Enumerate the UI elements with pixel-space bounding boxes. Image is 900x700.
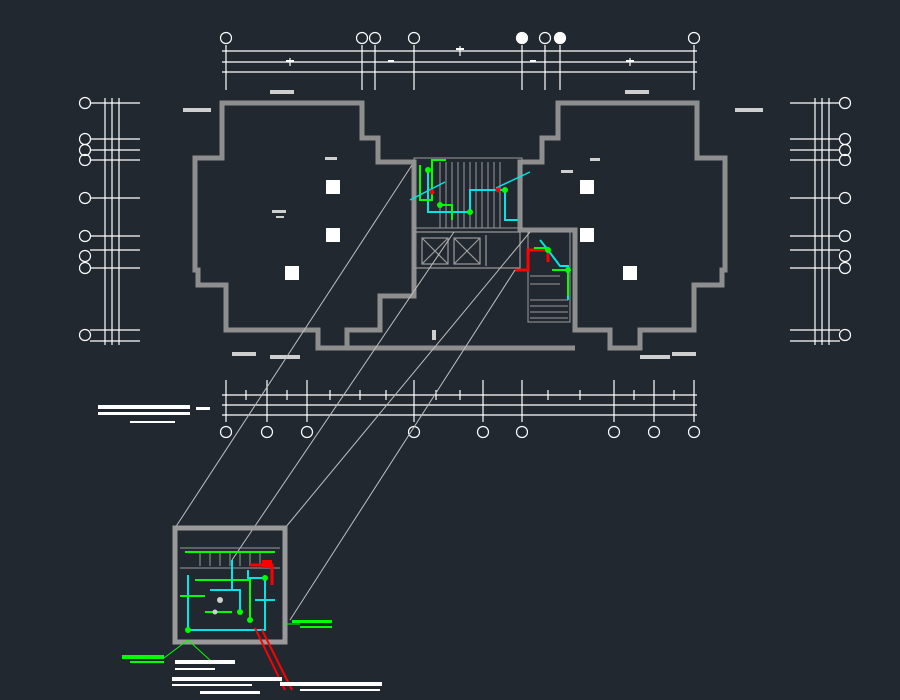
callout-leader-line [174, 164, 413, 529]
top-axis-bubble [538, 31, 552, 45]
detail-pipes [180, 551, 275, 631]
right-unit-outer-wall [517, 100, 728, 351]
drawing-title-block [98, 405, 210, 423]
column-marker [326, 228, 340, 242]
callout-leader-line [231, 231, 455, 561]
bottom-axis-ticks [225, 380, 695, 422]
elevator-shaft [421, 237, 449, 265]
plumbing-pipes-core [409, 159, 569, 300]
top-axis-bubbles [219, 31, 701, 45]
detail-title-block [172, 660, 382, 694]
right-axis-group [790, 96, 852, 345]
stair-enclosure [413, 157, 523, 229]
drawing-title-underline [98, 412, 190, 415]
top-axis-bubble [407, 31, 421, 45]
detail-tag-leaders [163, 623, 300, 663]
fire-pipe-run [515, 248, 550, 272]
balcony-marks [183, 90, 763, 359]
left-axis-bubbles [78, 96, 92, 342]
left-unit-outer-wall [192, 100, 417, 351]
drawing-subtitle-mark [130, 421, 175, 423]
top-axis-bubble [553, 31, 567, 45]
callout-leader-line [289, 269, 516, 621]
core-second-stair [527, 231, 571, 323]
detail-frame [172, 525, 288, 645]
drawing-title-bar [98, 405, 190, 409]
right-axis-ticks [790, 102, 840, 342]
top-axis-ticks [225, 45, 695, 90]
callout-leader-line [284, 231, 531, 529]
top-axis-bubble [219, 31, 233, 45]
elevator-shaft [453, 237, 481, 265]
top-axis-bubble [355, 31, 369, 45]
drawing-scale-mark [196, 407, 210, 410]
core-elevators [413, 231, 521, 269]
drain-pipe-run [419, 159, 446, 201]
bottom-dimension-group [219, 380, 701, 439]
column-marker [326, 180, 340, 194]
detail-fixtures [185, 560, 272, 633]
right-axis-bubbles [838, 96, 852, 342]
detail-green-tags [122, 620, 332, 663]
column-marker [285, 266, 299, 280]
water-pipe-run [427, 170, 518, 221]
detail-callout-leaders [174, 164, 531, 621]
top-axis-bubble [368, 31, 382, 45]
column-marker [580, 228, 594, 242]
top-dimension-text-marks [286, 48, 634, 62]
left-axis-ticks [90, 102, 140, 342]
elevator-bank [413, 231, 521, 269]
top-dimension-group [219, 31, 701, 90]
left-axis-group [78, 96, 140, 345]
top-axis-bubble [515, 31, 529, 45]
room-tag-marks [272, 157, 600, 340]
column-marker [580, 180, 594, 194]
building-walls [192, 100, 728, 351]
plumbing-fixtures-core [425, 167, 571, 273]
bottom-axis-bubbles [219, 425, 701, 439]
enlarged-core-detail [122, 525, 382, 694]
column-marker [623, 266, 637, 280]
room-markers [285, 180, 637, 280]
top-axis-bubble [687, 31, 701, 45]
second-stair-enclosure [527, 231, 571, 323]
